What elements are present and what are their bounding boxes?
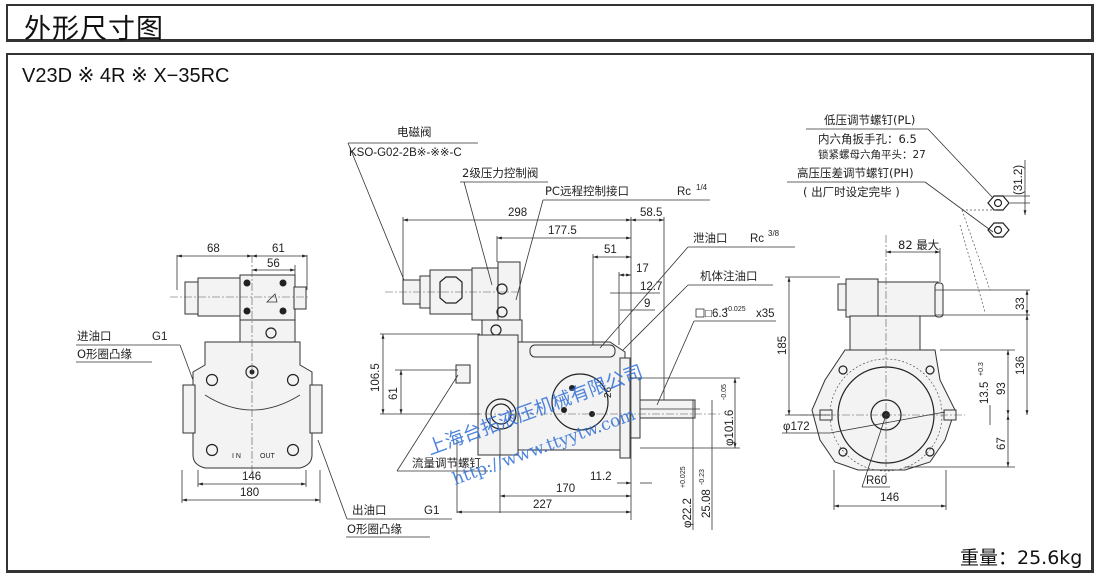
dim-r60: R60: [866, 475, 887, 487]
low-pressure-screw-label: 低压调节螺钉(PL): [824, 113, 915, 127]
dim-11-2: 11.2: [590, 471, 612, 483]
high-pressure-screw-label: 高压压差调节螺钉(PH): [797, 166, 914, 180]
outlet-label: 出油口: [352, 503, 387, 517]
lock-nut-label: 锁紧螺母六角平头：27: [818, 148, 926, 161]
outlet-seal: O形圈凸缘: [347, 522, 403, 536]
dim-13-5: 13.5: [979, 382, 991, 404]
dim-146-left: 146: [242, 471, 261, 483]
dim-key-tol: -0.23: [699, 469, 706, 485]
dim-33: 33: [1015, 297, 1027, 310]
key-size: □6.3: [705, 308, 728, 320]
pc-port-size-frac: 1/4: [696, 183, 708, 192]
dim-shaft-dia: φ22.2: [682, 498, 694, 528]
dim-298: 298: [508, 207, 527, 219]
dim-12-7: 12.7: [640, 281, 662, 293]
title-bar: 外形尺寸图: [6, 4, 1094, 45]
factory-set-note: ( 出厂时设定完毕 ): [803, 185, 900, 199]
dim-93: 93: [996, 382, 1008, 395]
dim-136: 136: [1015, 356, 1027, 375]
port-mark-out: OUT: [260, 453, 276, 460]
inlet-size: G1: [152, 331, 167, 343]
inlet-seal: O形圈凸缘: [77, 347, 133, 361]
dim-9: 9: [644, 298, 650, 310]
dim-68: 68: [207, 243, 220, 255]
pump-body-left: [192, 341, 313, 469]
pl-screw: [987, 195, 1010, 211]
right-view: (31.2) 82 最大 33 185 136 93 13.5 +0.3 67 …: [777, 113, 1030, 510]
dim-key-height: 25.08: [701, 489, 713, 518]
dim-17: 17: [636, 263, 649, 275]
drain-port-label: 泄油口: [693, 231, 728, 245]
dim-61: 61: [272, 243, 285, 255]
fill-port-label: 机体注油口: [700, 269, 758, 283]
key-length: x35: [756, 308, 775, 320]
dim-dia-172: φ172: [783, 421, 810, 433]
dim-227: 227: [533, 499, 552, 511]
dim-26: 26: [603, 386, 614, 398]
dim-146-right: 146: [880, 492, 899, 504]
drain-port-size: Rc: [750, 233, 764, 245]
dim-pilot-tol: -0.05: [721, 384, 728, 400]
pc-port-size: Rc: [677, 186, 691, 198]
ph-screw: [987, 222, 1010, 238]
dim-180: 180: [240, 487, 259, 499]
dim-13-5-tol: +0.3: [978, 362, 985, 376]
dim-67: 67: [996, 437, 1008, 450]
dim-177-5: 177.5: [548, 225, 577, 237]
two-stage-valve-label: 2级压力控制阀: [462, 166, 538, 180]
solenoid-valve-model: KSO-G02-2B※-※※-C: [349, 147, 462, 159]
hex-socket-label: 内六角扳手孔：6.5: [818, 132, 917, 146]
weight-label: 重量：25.6kg: [960, 547, 1083, 569]
port-mark-in: I N: [232, 453, 241, 460]
key-tol-upper: +0.025: [724, 306, 746, 313]
dim-106-5: 106.5: [370, 363, 382, 392]
inlet-label: 进油口: [77, 329, 112, 343]
dim-82-max: 82 最大: [898, 238, 940, 252]
dim-61-front: 61: [388, 387, 400, 400]
pc-port-label: PC远程控制接口: [545, 184, 629, 198]
page-title: 外形尺寸图: [24, 14, 164, 45]
dim-185: 185: [777, 336, 789, 355]
dim-170: 170: [556, 483, 575, 495]
dim-shaft-tol-upper: +0.025: [680, 466, 687, 488]
drawing-frame: [6, 53, 1094, 573]
solenoid-valve-label: 电磁阀: [397, 125, 432, 139]
dim-51: 51: [604, 244, 617, 256]
dim-pilot-dia: φ101.6: [724, 410, 736, 446]
dim-56: 56: [267, 258, 280, 270]
dim-31-2: (31.2): [1013, 165, 1025, 195]
front-view: 298 58.5 177.5 51 17 12.7 9 106.5 61 26 …: [317, 125, 795, 538]
outlet-size: G1: [424, 505, 439, 517]
drain-port-size-frac: 3/8: [768, 229, 780, 238]
flow-screw-label: 流量调节螺钉: [412, 456, 481, 470]
left-view: I N OUT 68 61 56 146 180 进油口 G1 O形圈凸缘: [76, 243, 323, 503]
model-code: V23D ※ 4R ※ X−35RC: [22, 65, 230, 87]
dim-58-5: 58.5: [640, 207, 662, 219]
